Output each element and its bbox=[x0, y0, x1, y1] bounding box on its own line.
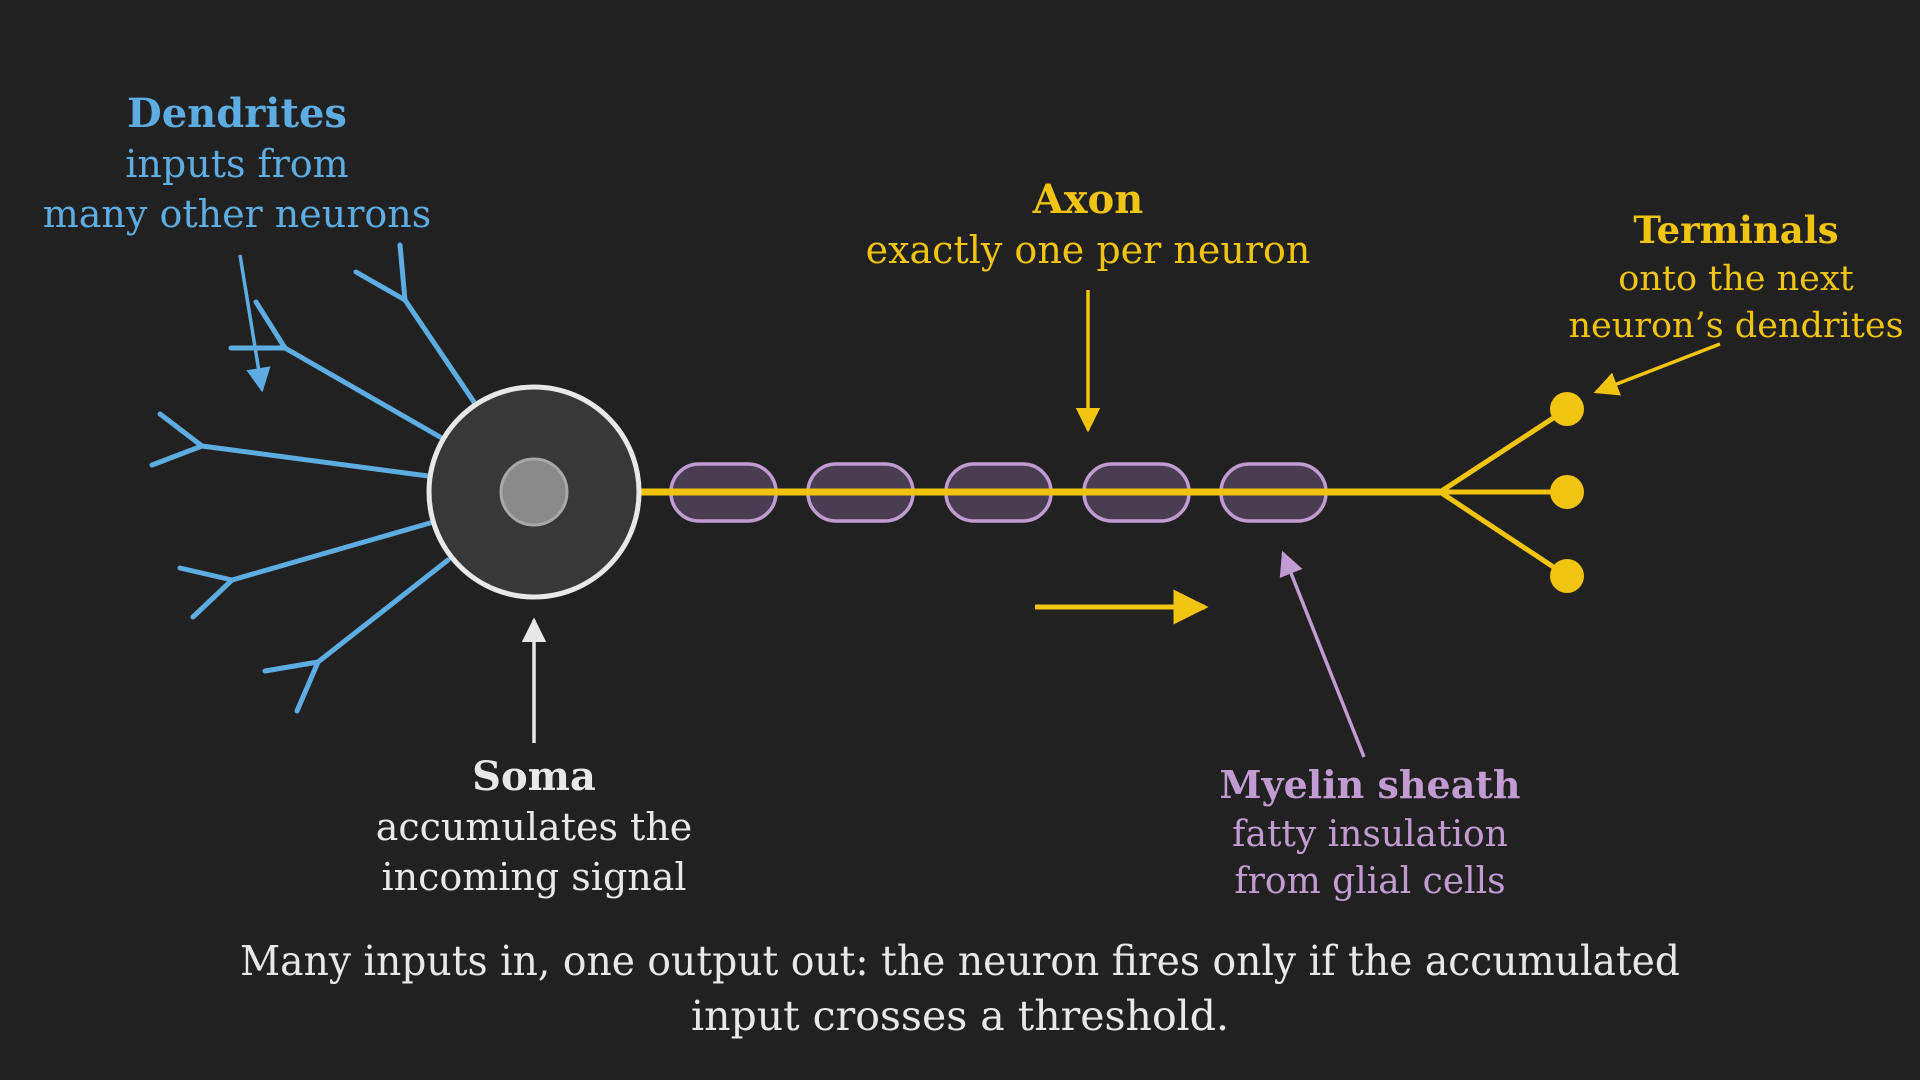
soma-label: Soma accumulates the incoming signal bbox=[376, 753, 693, 899]
caption-line2: input crosses a threshold. bbox=[691, 992, 1229, 1040]
terminals-line2: neuron’s dendrites bbox=[1568, 306, 1903, 346]
myelin-line1: fatty insulation bbox=[1232, 814, 1508, 855]
terminals-line1: onto the next bbox=[1618, 259, 1853, 299]
terminals-label: Terminals onto the next neuron’s dendrit… bbox=[1568, 208, 1903, 346]
dendrite-branch bbox=[228, 299, 443, 440]
terminals-pointer-arrow bbox=[1593, 342, 1721, 396]
terminal-bouton bbox=[1550, 475, 1584, 509]
myelin-pointer-arrow bbox=[1279, 550, 1366, 758]
soma-line1: accumulates the bbox=[376, 805, 693, 849]
terminal-bouton bbox=[1550, 392, 1584, 426]
dendrite-branch bbox=[353, 242, 477, 405]
soma-line2: incoming signal bbox=[381, 855, 686, 899]
axon-title: Axon bbox=[1032, 176, 1144, 223]
myelin-label: Myelin sheath fatty insulation from glia… bbox=[1219, 762, 1520, 902]
dendrites-pointer-arrow bbox=[238, 254, 271, 393]
dendrite-branch bbox=[262, 557, 451, 714]
terminal-bouton bbox=[1550, 559, 1584, 593]
dendrites-line2: many other neurons bbox=[43, 192, 432, 236]
caption-line1: Many inputs in, one output out: the neur… bbox=[240, 937, 1680, 985]
dendrites bbox=[149, 242, 477, 714]
terminals-title: Terminals bbox=[1633, 208, 1838, 252]
axon-terminals bbox=[1438, 392, 1584, 593]
dendrites-label: Dendrites inputs from many other neurons bbox=[43, 90, 432, 236]
dendrite-branch bbox=[149, 411, 431, 479]
dendrites-line1: inputs from bbox=[125, 142, 348, 186]
soma-title: Soma bbox=[472, 753, 596, 800]
soma-nucleus bbox=[499, 457, 569, 527]
dendrites-title: Dendrites bbox=[127, 90, 347, 137]
dendrite-branch bbox=[177, 520, 433, 620]
axon-label: Axon exactly one per neuron bbox=[866, 176, 1311, 272]
caption: Many inputs in, one output out: the neur… bbox=[240, 937, 1680, 1040]
myelin-title: Myelin sheath bbox=[1219, 762, 1520, 807]
myelin-line2: from glial cells bbox=[1234, 861, 1505, 902]
axon-line1: exactly one per neuron bbox=[866, 228, 1311, 272]
